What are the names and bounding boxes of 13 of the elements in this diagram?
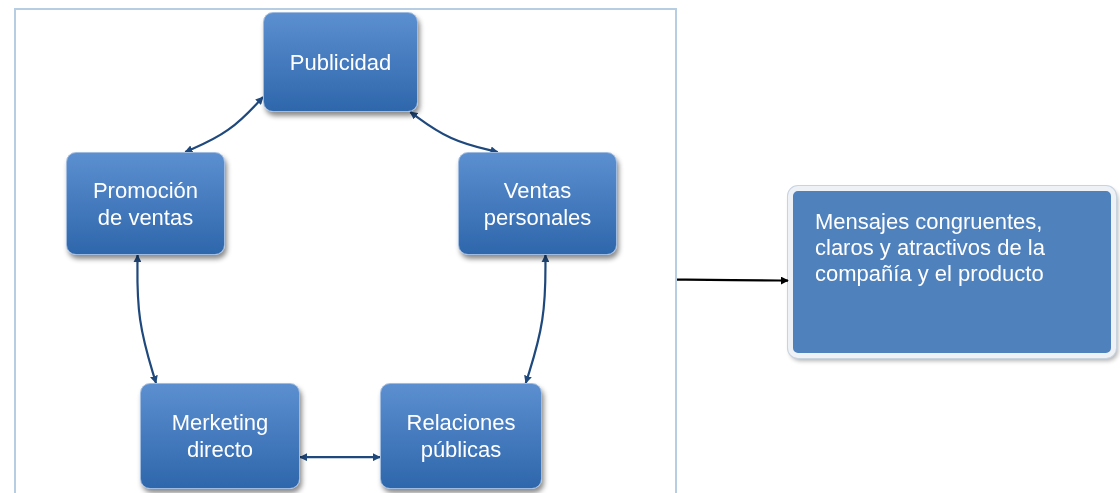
process-box: Promoción de ventas	[66, 152, 225, 255]
message-box: Mensajes congruentes, claros y atractivos de la compañía y el producto	[788, 186, 1116, 358]
arrow	[524, 254, 550, 384]
process-box: Ventas personales	[458, 152, 617, 255]
arrow	[184, 96, 264, 153]
arrow	[299, 453, 381, 462]
process-box: Relaciones públicas	[380, 383, 542, 489]
arrow	[409, 111, 499, 155]
diagram-frame	[14, 8, 677, 493]
arrow	[677, 276, 789, 285]
arrow	[133, 254, 158, 384]
process-box: Publicidad	[263, 12, 418, 112]
process-box: Merketing directo	[140, 383, 300, 489]
